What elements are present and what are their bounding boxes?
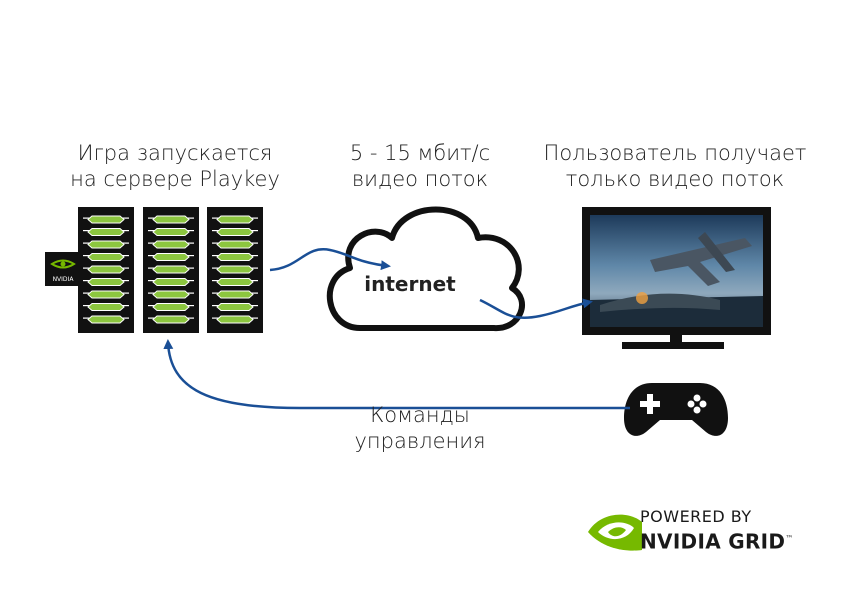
powered-by-line1: POWERED BY xyxy=(640,507,752,526)
server-slot xyxy=(152,315,190,324)
commands-label-line2: управления xyxy=(354,429,486,453)
server-slot xyxy=(152,240,190,249)
server-slot xyxy=(87,303,125,311)
server-slot xyxy=(152,290,190,299)
server-slot xyxy=(87,290,125,299)
bitrate-label: 5 - 15 мбит/с видео поток xyxy=(320,140,520,192)
user-label-line1: Пользователь получает xyxy=(543,141,807,165)
trademark-symbol: ™ xyxy=(785,534,794,543)
server-slot xyxy=(216,290,254,299)
nvidia-badge-icon: NVIDIA xyxy=(45,252,81,286)
server-slot xyxy=(87,315,125,324)
server-slot xyxy=(152,228,190,236)
nvidia-badge-text: NVIDIA xyxy=(53,276,75,283)
server-slot xyxy=(216,278,254,286)
commands-label-line1: Команды xyxy=(370,403,470,427)
server-rack-icon xyxy=(78,207,263,333)
server-slot xyxy=(87,253,125,261)
arrow-gamepad-to-server xyxy=(163,339,630,410)
user-label-line2: только видео поток xyxy=(565,167,785,191)
gamepad-icon xyxy=(624,383,728,436)
server-slot xyxy=(216,265,254,274)
server-slot xyxy=(152,278,190,286)
cloud-label: internet xyxy=(364,272,456,296)
commands-label: Команды управления xyxy=(330,402,510,454)
server-label-line1: Игра запускается xyxy=(77,141,273,165)
server-slot xyxy=(87,278,125,286)
server-slot xyxy=(152,215,190,224)
server-slot xyxy=(87,240,125,249)
server-slot xyxy=(152,303,190,311)
arrow-server-to-cloud xyxy=(269,248,391,272)
server-slot xyxy=(216,315,254,324)
nvidia-logo-icon xyxy=(588,514,642,551)
bitrate-label-line2: видео поток xyxy=(351,167,489,191)
monitor-icon xyxy=(582,207,771,349)
server-slot xyxy=(87,228,125,236)
server-slot xyxy=(216,228,254,236)
server-slot xyxy=(216,303,254,311)
server-slot xyxy=(87,215,125,224)
server-slot xyxy=(152,265,190,274)
server-slot xyxy=(216,215,254,224)
server-label-line2: на сервере Playkey xyxy=(70,167,280,191)
powered-by-badge: POWERED BY NVIDIA GRID™ xyxy=(640,507,794,554)
server-label: Игра запускается на сервере Playkey xyxy=(40,140,310,192)
server-slot xyxy=(216,240,254,249)
server-slot xyxy=(152,253,190,261)
powered-by-brand: NVIDIA GRID xyxy=(640,529,786,554)
bitrate-label-line1: 5 - 15 мбит/с xyxy=(349,141,491,165)
user-label: Пользователь получает только видео поток xyxy=(520,140,830,192)
server-slot xyxy=(87,265,125,274)
powered-by-line2: NVIDIA GRID™ xyxy=(640,527,794,554)
server-slots xyxy=(83,215,258,324)
server-slot xyxy=(216,253,254,261)
arrow-cloud-to-monitor xyxy=(479,298,593,320)
cloud-icon xyxy=(326,206,525,332)
